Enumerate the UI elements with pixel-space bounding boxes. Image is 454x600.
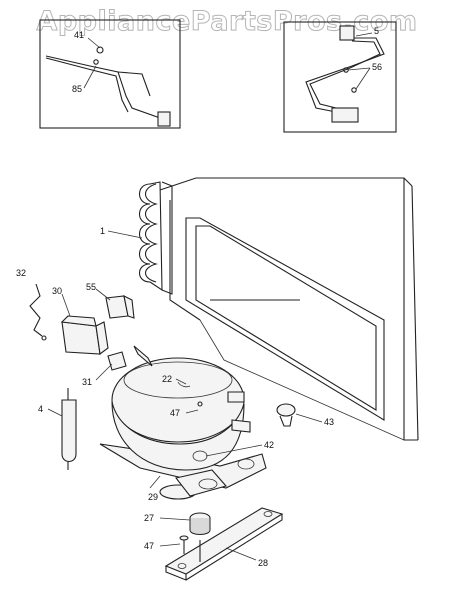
inset-harness: [39, 19, 181, 129]
screw: [179, 535, 189, 554]
callout-22: 22: [162, 374, 172, 384]
callout-29: 29: [148, 492, 158, 502]
leader-lines: [47, 32, 373, 561]
base-rail: [164, 507, 284, 581]
callout-32: 32: [16, 268, 26, 278]
callout-85: 85: [72, 84, 82, 94]
callout-43: 43: [324, 417, 334, 427]
callout-28: 28: [258, 558, 268, 568]
callout-55: 55: [86, 282, 96, 292]
callout-30: 30: [52, 286, 62, 296]
callout-27: 27: [144, 513, 154, 523]
callout-42: 42: [264, 440, 274, 450]
callout-47a: 47: [170, 408, 180, 418]
inset-sensor: [283, 21, 397, 133]
callout-5: 5: [374, 26, 379, 36]
cabinet: [159, 177, 419, 441]
callout-41: 41: [74, 30, 84, 40]
mounting-grommet: [189, 512, 211, 535]
callout-31: 31: [82, 377, 92, 387]
grommet: [276, 403, 296, 427]
callout-56: 56: [372, 62, 382, 72]
callout-4: 4: [38, 404, 43, 414]
starter-components: [29, 283, 135, 371]
callout-1: 1: [100, 226, 105, 236]
condenser-coil: [138, 181, 173, 295]
compressor: [99, 345, 267, 500]
filter-drier: [61, 388, 77, 470]
callouts: 41 85 5 56 1 32 30 55 22 4 31 47 42 43 2…: [16, 26, 382, 568]
callout-47b: 47: [144, 541, 154, 551]
